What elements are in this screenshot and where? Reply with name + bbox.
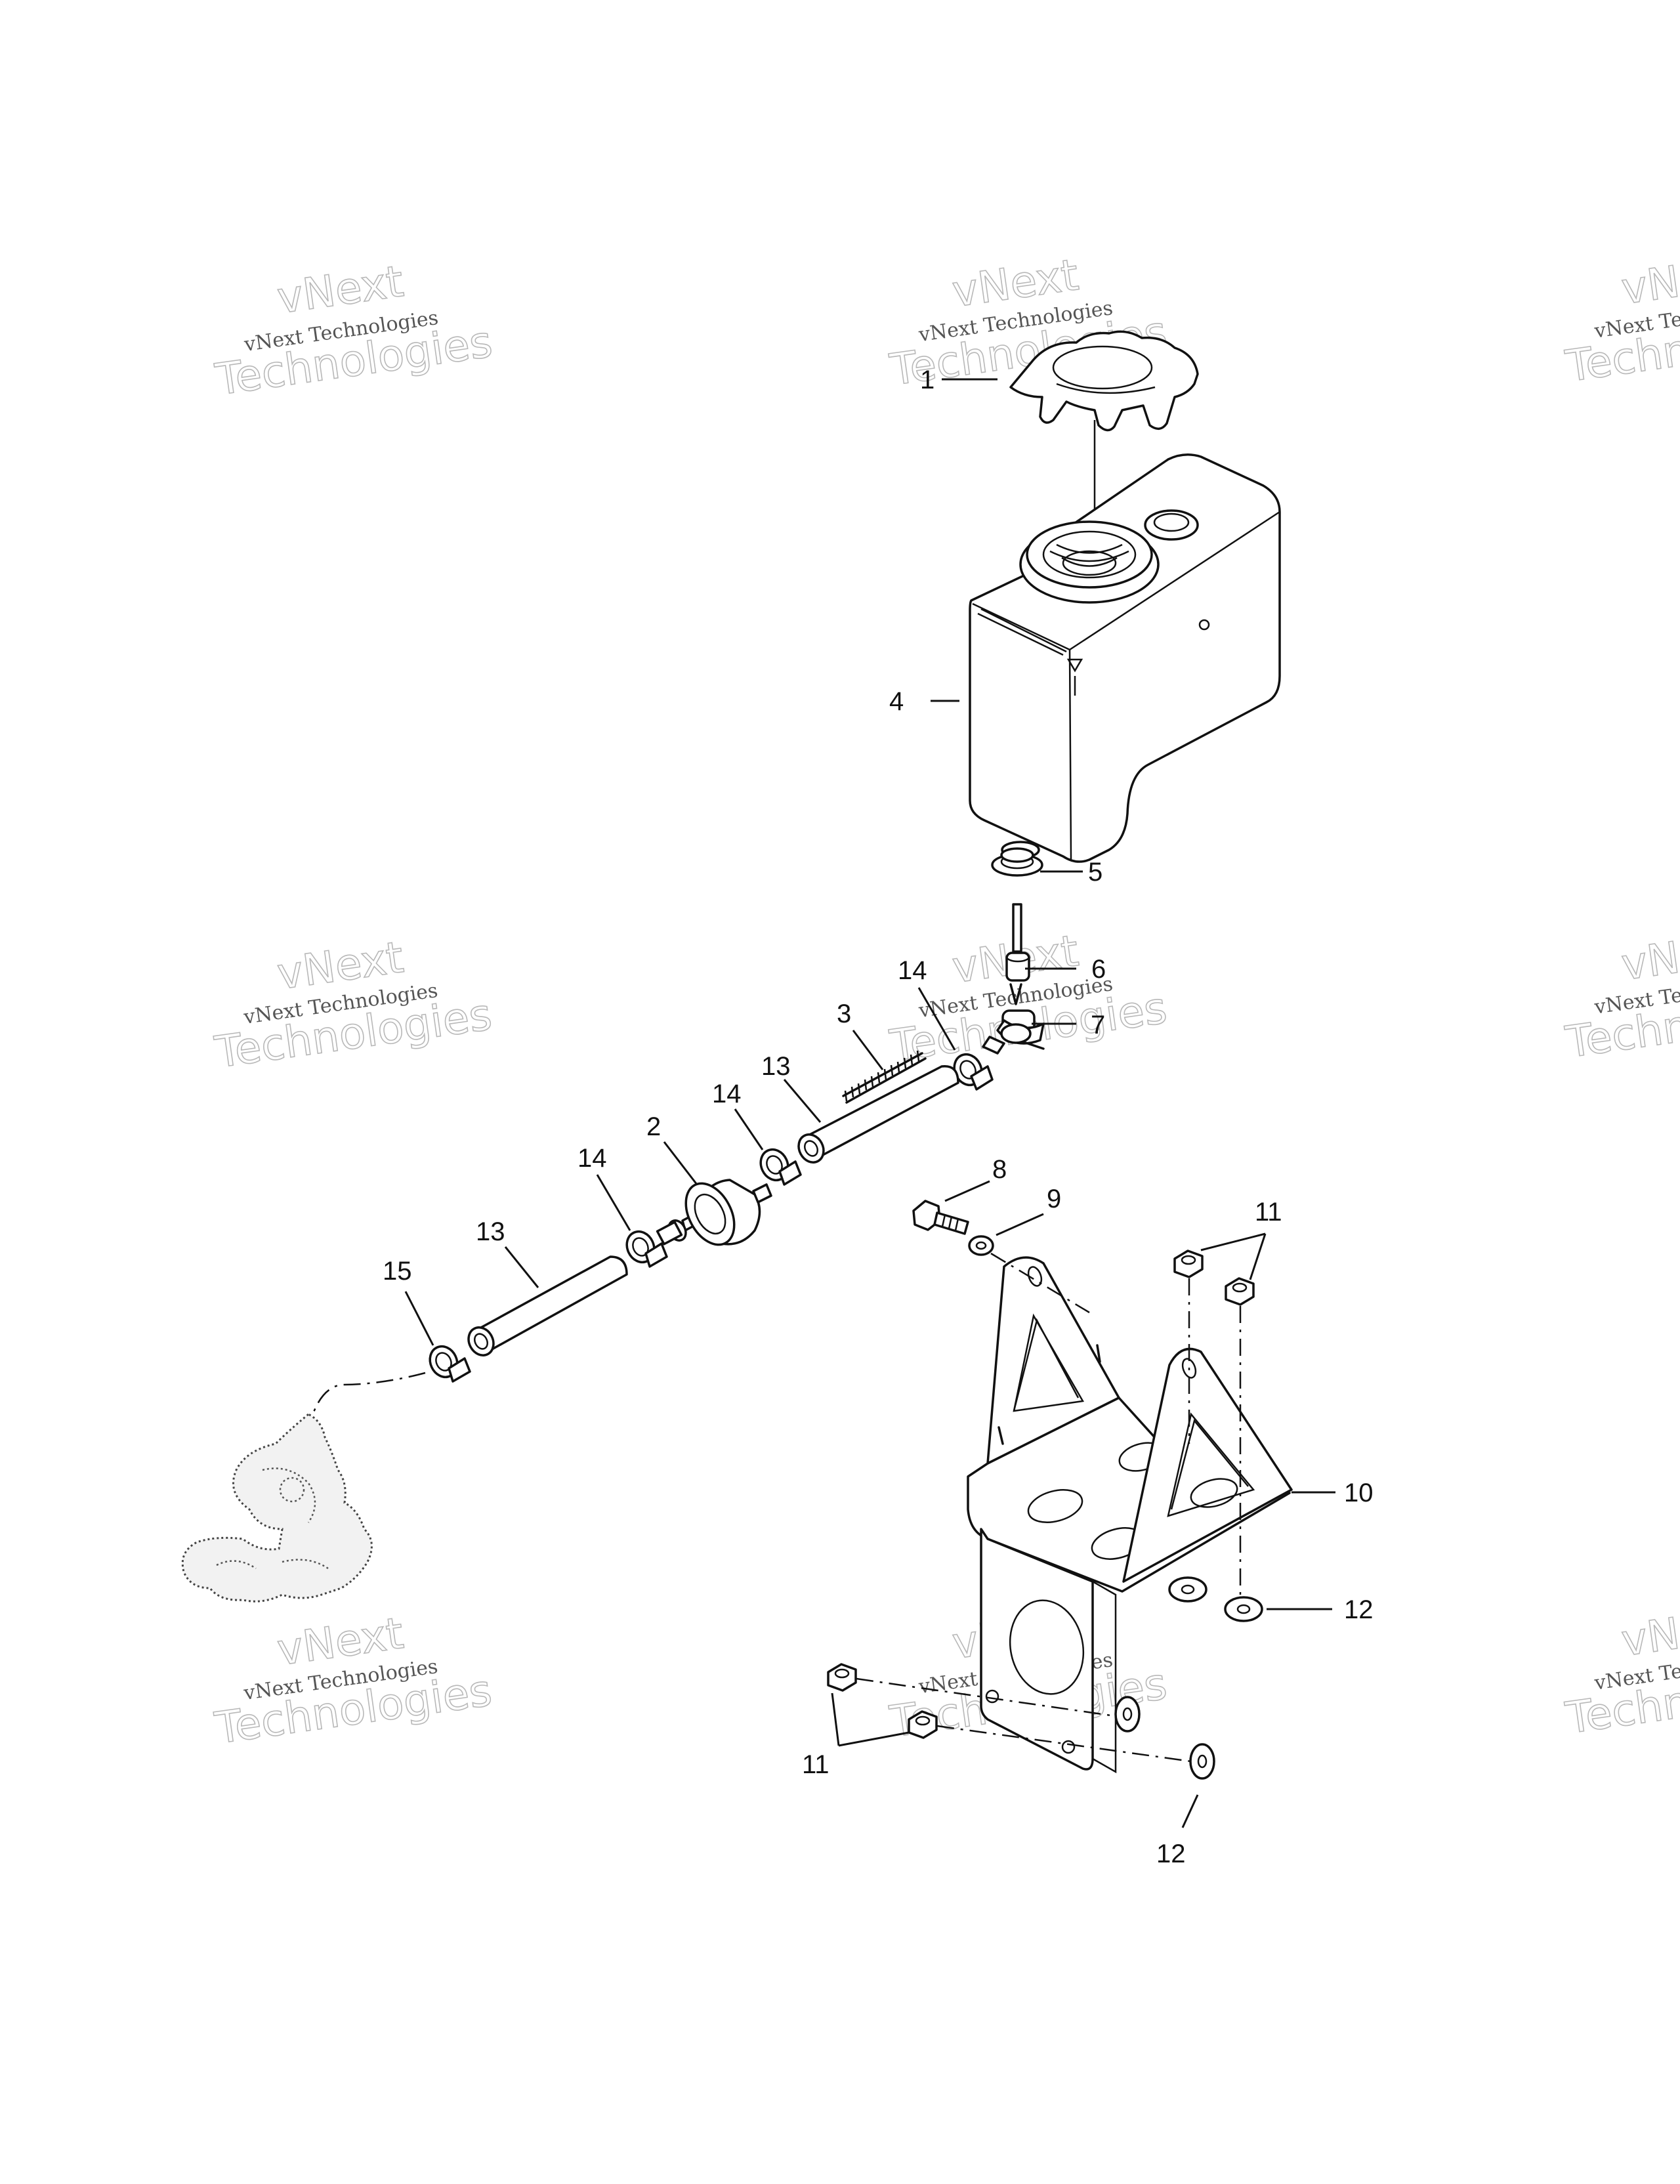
leader-lines (404, 378, 1335, 1828)
washer-lower-1 (1114, 1696, 1141, 1732)
filler-cap (1009, 330, 1199, 432)
clamp-lower (625, 1230, 668, 1268)
callout-14-lower: 14 (578, 1144, 607, 1173)
oil-pump-reference (181, 1413, 373, 1603)
washer-upper-2 (1224, 1596, 1263, 1622)
watermark-word-1: vNext (1618, 1599, 1680, 1666)
callout-14-top: 14 (898, 956, 927, 985)
watermark-bottom-left: vNext vNext Technologies Technologies (211, 1607, 495, 1754)
callout-5: 5 (1088, 858, 1102, 887)
watermark-mid-right: vNext vNext Technologies Technologies (1562, 922, 1680, 1068)
washer (968, 1235, 994, 1256)
nut-upper-2 (1225, 1277, 1255, 1306)
clamp-middle (759, 1148, 802, 1186)
watermark-mid-left: vNext vNext Technologies Technologies (211, 931, 495, 1078)
washer-lower-2 (1189, 1743, 1215, 1780)
grommet (991, 847, 1043, 877)
oil-tank (969, 453, 1281, 863)
callout-1: 1 (920, 366, 934, 394)
washer-upper-1 (1168, 1576, 1208, 1603)
callout-8: 8 (992, 1155, 1007, 1184)
elbow-fitting (982, 1009, 1045, 1055)
outlet-fitting (1005, 903, 1030, 1005)
bolt (912, 1200, 969, 1235)
pump-connection-line (310, 1372, 426, 1418)
mounting-bracket (967, 1256, 1293, 1774)
callout-13-lower: 13 (476, 1217, 505, 1246)
callout-11-upper: 11 (1255, 1198, 1282, 1227)
watermark-bottom-right: vNext vNext Technologies Technologies (1562, 1598, 1680, 1744)
assembly-lines (856, 1252, 1242, 1763)
callout-13-upper: 13 (761, 1052, 791, 1081)
clamp-top (953, 1053, 994, 1091)
callout-9: 9 (1047, 1185, 1061, 1213)
callout-labels: 1 4 5 6 7 14 3 13 14 2 14 13 15 8 9 11 1… (383, 366, 1374, 1868)
watermark-word-1: vNext (1618, 247, 1680, 314)
callout-12-upper: 12 (1344, 1595, 1374, 1624)
callout-12-lower: 12 (1156, 1839, 1186, 1868)
callout-6: 6 (1091, 955, 1106, 984)
watermark-top-left: vNext vNext Technologies Technologies (211, 255, 495, 406)
hose-upper (797, 1064, 959, 1164)
oil-filter (656, 1179, 772, 1246)
nut-lower-1 (827, 1663, 857, 1692)
hose-lower (467, 1255, 628, 1356)
callout-2: 2 (646, 1112, 661, 1141)
spring (842, 1050, 927, 1104)
callout-11-lower: 11 (802, 1750, 830, 1779)
callout-15: 15 (383, 1257, 412, 1286)
callout-7: 7 (1091, 1011, 1105, 1040)
callout-14-middle: 14 (712, 1080, 742, 1108)
callout-4: 4 (889, 687, 904, 716)
watermark-top-right: vNext vNext Technologies Technologies (1562, 246, 1680, 392)
nut-upper-1 (1173, 1250, 1204, 1278)
clamp-pump (429, 1345, 471, 1383)
callout-3: 3 (837, 999, 851, 1028)
callout-10: 10 (1344, 1479, 1374, 1507)
watermark-word-1: vNext (1618, 923, 1680, 990)
